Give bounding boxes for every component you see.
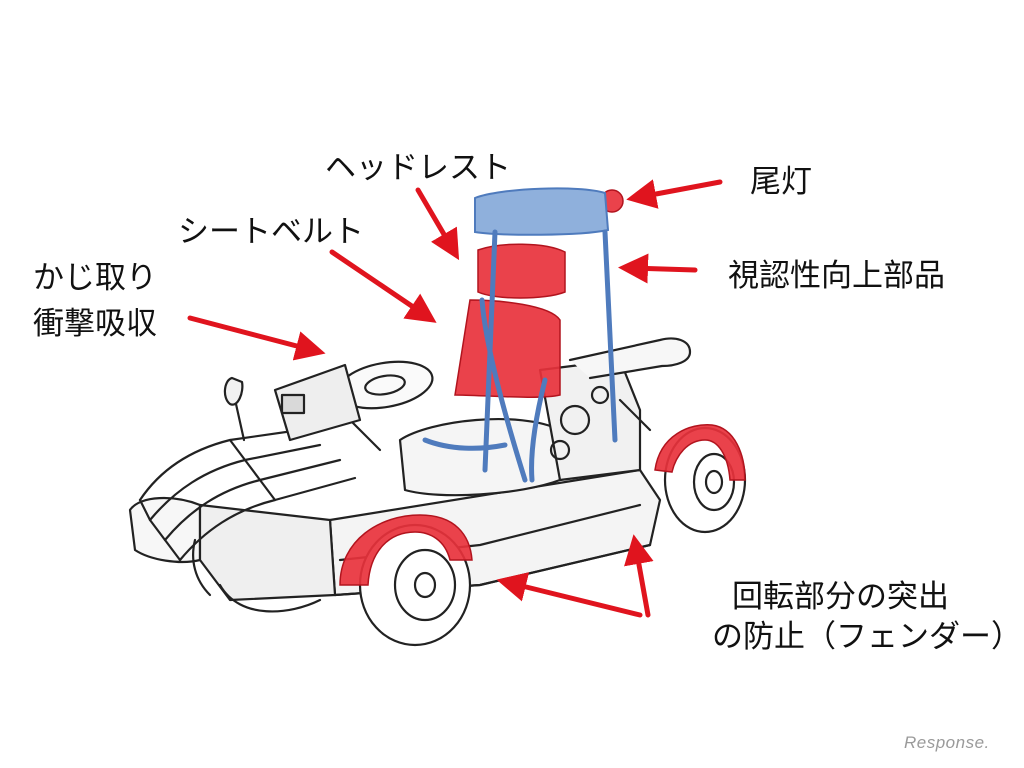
mirror [223, 376, 244, 406]
label-headrest-text: ヘッドレスト [325, 150, 511, 186]
seatbelt-shoulder [479, 297, 528, 483]
dashboard [273, 363, 362, 442]
label-headrest: ヘッドレスト [325, 148, 511, 188]
seatbelt-lap2 [529, 377, 548, 483]
label-visibility: 視認性向上部品 [728, 256, 945, 296]
label-fender: 回転部分の突出 の防止（フェンダー） [712, 577, 1022, 657]
response-watermark: Response. [904, 733, 990, 752]
label-steering: かじ取り 衝撃吸収 [33, 258, 157, 344]
label-fender-line2: の防止（フェンダー） [712, 619, 1022, 655]
arrow-taillight [626, 179, 723, 209]
label-seatbelt: シートベルト [178, 212, 364, 252]
blue-highlights [422, 187, 618, 483]
label-steering-line1: かじ取り [33, 260, 157, 296]
roll-bar-right [602, 229, 618, 443]
front-frame [138, 428, 302, 502]
front-fender-red [339, 514, 473, 586]
label-taillight: 尾灯 [750, 162, 812, 202]
arrow-fender-front [496, 572, 643, 618]
arrow-seatbelt [329, 249, 437, 323]
kart-illustration [128, 337, 747, 647]
seatbelt-lap [422, 437, 508, 451]
seat-back-red [454, 299, 561, 398]
front-bumper [128, 496, 202, 564]
callout-arrows [187, 179, 723, 618]
label-visibility-text: 視認性向上部品 [728, 258, 945, 294]
label-fender-line1: 回転部分の突出 [732, 579, 949, 615]
rear-fender-red [654, 424, 746, 481]
rear-arm [568, 337, 692, 380]
red-highlights [339, 189, 746, 586]
label-steering-line2: 衝撃吸収 [33, 306, 157, 342]
arrow-steering [187, 315, 326, 361]
label-taillight-text: 尾灯 [750, 164, 812, 200]
arrow-visibility [618, 253, 698, 284]
label-seatbelt-text: シートベルト [178, 214, 364, 250]
arrow-headrest [415, 187, 460, 261]
arrow-fender-rear [624, 534, 654, 618]
visibility-flag [474, 187, 610, 236]
